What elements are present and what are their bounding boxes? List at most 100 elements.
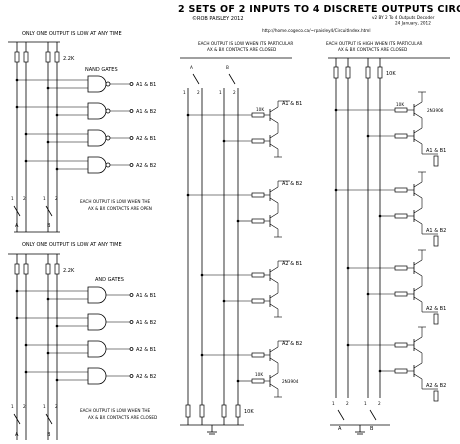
junction-dot bbox=[15, 105, 19, 109]
pullup-resistors bbox=[14, 51, 60, 63]
junction-dot bbox=[24, 132, 28, 136]
transistor-emitter bbox=[413, 127, 423, 134]
and-caption: ONLY ONE OUTPUT IS LOW AT ANY TIME bbox=[22, 242, 122, 248]
output-label: A1 & B1 bbox=[426, 148, 446, 154]
junction-dot bbox=[222, 139, 226, 143]
svg-text:2: 2 bbox=[378, 401, 381, 406]
transistor-collector bbox=[413, 218, 423, 225]
transistor-emitter bbox=[269, 357, 279, 364]
transistor-collector bbox=[269, 266, 279, 273]
page-title: 2 SETS OF 2 INPUTS TO 4 DISCRETE OUTPUTS… bbox=[178, 4, 460, 15]
nand-gate bbox=[87, 75, 107, 93]
base-resistor bbox=[394, 107, 408, 113]
output-terminal bbox=[129, 374, 134, 378]
svg-text:2: 2 bbox=[233, 90, 236, 95]
transistor-collector bbox=[413, 192, 423, 199]
svg-text:1: 1 bbox=[11, 404, 14, 409]
and-gate bbox=[87, 340, 107, 358]
copyright: ©ROB PAISLEY 2012 bbox=[192, 15, 244, 22]
svg-text:2: 2 bbox=[23, 196, 26, 201]
junction-dot bbox=[366, 292, 370, 296]
transistor-emitter bbox=[269, 383, 279, 390]
nand-circuit: ONLY ONE OUTPUT IS LOW AT ANY TIME 2.2K … bbox=[8, 31, 156, 233]
output-label: A2 & B1 bbox=[136, 347, 156, 353]
nand-gate bbox=[87, 102, 107, 120]
pnp-decoder-circuit: EACH OUTPUT IS HIGH WHEN ITS PARTICULAR … bbox=[326, 41, 450, 435]
switch-b-label: B bbox=[370, 426, 374, 432]
base-resistor bbox=[251, 298, 265, 304]
version-note: v2 BY 2 To 4 Outputs Decoder bbox=[372, 15, 435, 20]
top-resistor-value: 10K bbox=[386, 71, 396, 77]
resistor-value: 2.2K bbox=[63, 56, 75, 62]
nand-caption: ONLY ONE OUTPUT IS LOW AT ANY TIME bbox=[22, 31, 122, 37]
output-terminal bbox=[129, 320, 134, 324]
junction-dot bbox=[55, 113, 59, 117]
transistor-collector bbox=[269, 106, 279, 113]
junction-dot bbox=[46, 140, 50, 144]
and-note-1: EACH OUTPUT IS LOW WHEN THE bbox=[80, 408, 151, 413]
url-note: http://home.cogeco.ca/~rpaisley4/Circuit… bbox=[262, 28, 371, 33]
junction-dot bbox=[55, 167, 59, 171]
transistor-label: 2N3906 bbox=[427, 108, 444, 113]
transistor-collector bbox=[269, 212, 279, 219]
and-gate bbox=[87, 313, 107, 331]
svg-text:A: A bbox=[190, 65, 193, 70]
date-note: 24 January, 2012 bbox=[395, 21, 431, 26]
base-resistor bbox=[251, 112, 265, 118]
npn-caption-2: AX & BX CONTACTS ARE CLOSED bbox=[207, 47, 276, 52]
nand-note-2: AX & BX CONTACTS ARE OPEN bbox=[88, 206, 152, 211]
base-resistor bbox=[251, 352, 265, 358]
output-label: A2 & B2 bbox=[426, 383, 446, 389]
junction-dot bbox=[55, 378, 59, 382]
base-resistor bbox=[394, 213, 408, 219]
inverter-bubble bbox=[105, 81, 111, 87]
svg-text:2: 2 bbox=[23, 404, 26, 409]
npn-decoder-circuit: EACH OUTPUT IS LOW WHEN ITS PARTICULAR A… bbox=[180, 41, 302, 435]
output-label: A2 & B1 bbox=[426, 306, 446, 312]
base-resistor bbox=[394, 342, 408, 348]
resistor-value: 2.2K bbox=[63, 268, 75, 274]
base-resistor-value: 10K bbox=[396, 102, 404, 107]
gate-type-label: AND GATES bbox=[95, 277, 124, 283]
junction-dot bbox=[24, 370, 28, 374]
gate-type-label: NAND GATES bbox=[85, 67, 118, 73]
inverter-bubble bbox=[105, 135, 111, 141]
output-label: A2 & B2 bbox=[136, 163, 156, 169]
output-label: A1 & B1 bbox=[136, 82, 156, 88]
pulldown-resistor bbox=[433, 313, 439, 325]
transistor-emitter bbox=[413, 336, 423, 343]
pullup-resistors bbox=[14, 263, 60, 275]
nand-note-1: EACH OUTPUT IS LOW WHEN THE bbox=[80, 199, 151, 204]
transistor-emitter bbox=[269, 223, 279, 230]
transistor-collector bbox=[269, 186, 279, 193]
switch-a-label: A bbox=[15, 223, 19, 229]
junction-dot bbox=[200, 273, 204, 277]
output-label: A2 & B1 bbox=[282, 261, 302, 267]
base-resistor bbox=[394, 187, 408, 193]
junction-dot bbox=[236, 219, 240, 223]
pnp-caption-1: EACH OUTPUT IS HIGH WHEN ITS PARTICULAR bbox=[326, 41, 423, 46]
transistor-collector bbox=[413, 112, 423, 119]
base-resistor bbox=[251, 192, 265, 198]
transistor-collector bbox=[413, 296, 423, 303]
output-terminal bbox=[129, 136, 134, 140]
base-resistor-value: 10K bbox=[255, 372, 263, 377]
output-terminal bbox=[129, 293, 134, 297]
base-resistor bbox=[251, 378, 265, 384]
output-label: A2 & B2 bbox=[282, 341, 302, 347]
svg-text:1: 1 bbox=[332, 401, 335, 406]
junction-dot bbox=[366, 134, 370, 138]
svg-text:1: 1 bbox=[219, 90, 222, 95]
nand-gate bbox=[87, 129, 107, 147]
svg-text:B: B bbox=[226, 65, 229, 70]
output-label: A1 & B2 bbox=[426, 228, 446, 234]
transistor-collector bbox=[413, 373, 423, 380]
junction-dot bbox=[222, 299, 226, 303]
junction-dot bbox=[346, 343, 350, 347]
output-label: A1 & B2 bbox=[136, 320, 156, 326]
output-label: A2 & B1 bbox=[136, 136, 156, 142]
junction-dot bbox=[334, 108, 338, 112]
base-resistor bbox=[394, 368, 408, 374]
transistor-label: 2N3904 bbox=[282, 379, 299, 384]
